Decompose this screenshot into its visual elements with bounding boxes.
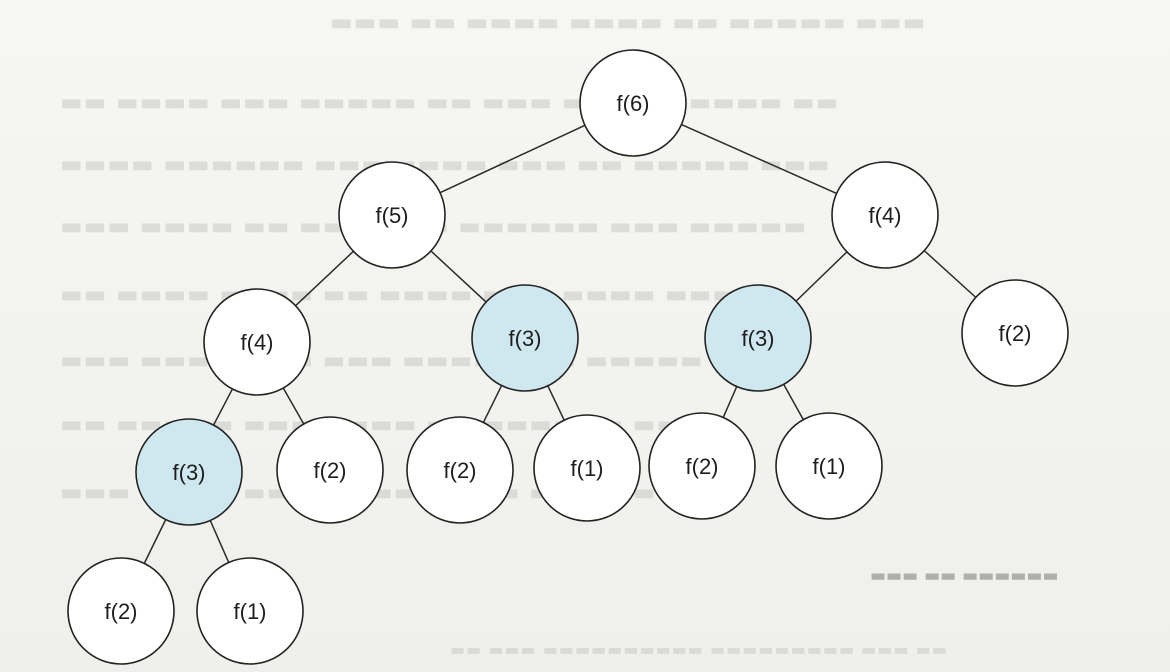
bg-text-line: ▬▬▬▬ ▬▬▬▬▬▬ ▬▬▬ ▬▬▬▬ ▬▬▬ ▬▬ ▬▬▬▬▬ ▬▬▬ bbox=[60, 150, 831, 178]
tree-edge-n2-n4 bbox=[295, 250, 354, 307]
tree-node-n11: f(1) bbox=[533, 414, 641, 522]
tree-node-circle bbox=[831, 161, 939, 269]
tree-node-n14: f(2) bbox=[67, 557, 175, 665]
tree-node-n7: f(2) bbox=[961, 279, 1069, 387]
bg-text-line: ▬▬ ▬▬▬ ▬▬▬▬▬▬▬▬▬▬ ▬▬▬▬▬▬▬▬▬ ▬▬▬ ▬▬ bbox=[450, 640, 948, 659]
tree-edge-n1-n2 bbox=[439, 124, 586, 194]
tree-node-n4: f(4) bbox=[203, 288, 311, 396]
tree-node-circle-highlighted bbox=[704, 284, 812, 392]
tree-node-label: f(2) bbox=[105, 599, 138, 624]
tree-node-circle bbox=[196, 557, 304, 665]
tree-node-label: f(3) bbox=[173, 460, 206, 485]
bg-text-line: ▬▬ ▬▬▬▬ ▬▬▬▬ ▬▬ ▬▬▬▬ ▬▬▬ ▬▬▬▬ ▬▬▬ bbox=[60, 280, 736, 308]
tree-node-circle-highlighted bbox=[135, 418, 243, 526]
bg-text-line: ▬▬ ▬▬▬▬ ▬▬▬ ▬▬▬▬▬ ▬▬ ▬▬▬ ▬▬▬▬ ▬▬▬▬▬ ▬▬ bbox=[60, 88, 840, 116]
tree-edge-n3-n7 bbox=[923, 250, 977, 298]
bg-text-line: ▬▬▬ ▬▬ ▬▬▬▬ ▬▬▬▬ ▬▬ ▬▬▬▬▬ ▬▬▬ bbox=[330, 8, 927, 36]
tree-node-circle bbox=[961, 279, 1069, 387]
tree-node-n9: f(2) bbox=[276, 416, 384, 524]
tree-node-n12: f(2) bbox=[648, 412, 756, 520]
tree-edge-n6-n13 bbox=[783, 383, 804, 421]
tree-node-n10: f(2) bbox=[406, 416, 514, 524]
tree-edge-n2-n5 bbox=[430, 250, 487, 303]
tree-edge-n8-n14 bbox=[143, 519, 167, 564]
tree-node-n15: f(1) bbox=[196, 557, 304, 665]
tree-node-circle bbox=[406, 416, 514, 524]
tree-node-circle-highlighted bbox=[471, 284, 579, 392]
tree-edge-n6-n12 bbox=[722, 386, 738, 418]
tree-node-n2: f(5) bbox=[338, 161, 446, 269]
tree-edge-n8-n15 bbox=[209, 520, 230, 563]
tree-node-n3: f(4) bbox=[831, 161, 939, 269]
tree-node-label: f(2) bbox=[686, 454, 719, 479]
tree-edge-n1-n3 bbox=[681, 123, 837, 195]
tree-node-circle bbox=[67, 557, 175, 665]
tree-edge-n5-n11 bbox=[547, 385, 565, 421]
tree-edge-n4-n9 bbox=[282, 387, 305, 425]
tree-node-label: f(5) bbox=[376, 203, 409, 228]
tree-node-circle bbox=[775, 412, 883, 520]
bg-heading: ▬▬▬ ▬▬ ▬▬▬▬▬▬ bbox=[870, 566, 1059, 586]
tree-node-label: f(2) bbox=[314, 458, 347, 483]
tree-node-circle bbox=[338, 161, 446, 269]
tree-node-circle bbox=[579, 49, 687, 157]
tree-node-circle bbox=[648, 412, 756, 520]
tree-node-label: f(3) bbox=[509, 326, 542, 351]
tree-node-label: f(4) bbox=[241, 330, 274, 355]
tree-node-n13: f(1) bbox=[775, 412, 883, 520]
tree-edge-n3-n6 bbox=[795, 251, 848, 302]
tree-node-label: f(1) bbox=[813, 454, 846, 479]
tree-node-label: f(2) bbox=[444, 458, 477, 483]
tree-node-label: f(6) bbox=[617, 91, 650, 116]
tree-edge-n4-n8 bbox=[212, 388, 234, 426]
tree-node-n5: f(3) bbox=[471, 284, 579, 392]
tree-node-label: f(4) bbox=[869, 203, 902, 228]
tree-nodes: f(6) f(5) f(4) f(4) f(3) f(3) f(2) f(3) f(2) f(2)… bbox=[67, 49, 1069, 665]
tree-node-n1: f(6) bbox=[579, 49, 687, 157]
tree-node-circle bbox=[276, 416, 384, 524]
tree-node-circle bbox=[533, 414, 641, 522]
tree-node-n8: f(3) bbox=[135, 418, 243, 526]
tree-node-label: f(1) bbox=[234, 599, 267, 624]
tree-edges bbox=[143, 123, 977, 564]
tree-node-label: f(1) bbox=[571, 456, 604, 481]
bg-text-line: ▬▬▬ ▬▬▬▬▬ ▬▬ ▬▬▬ ▬▬▬▬ ▬▬▬ ▬▬▬▬▬ ▬▬ bbox=[60, 346, 760, 374]
tree-edge-n5-n10 bbox=[482, 385, 503, 423]
tree-node-label: f(3) bbox=[742, 326, 775, 351]
tree-node-label: f(2) bbox=[999, 321, 1032, 346]
tree-node-circle bbox=[203, 288, 311, 396]
tree-node-n6: f(3) bbox=[704, 284, 812, 392]
